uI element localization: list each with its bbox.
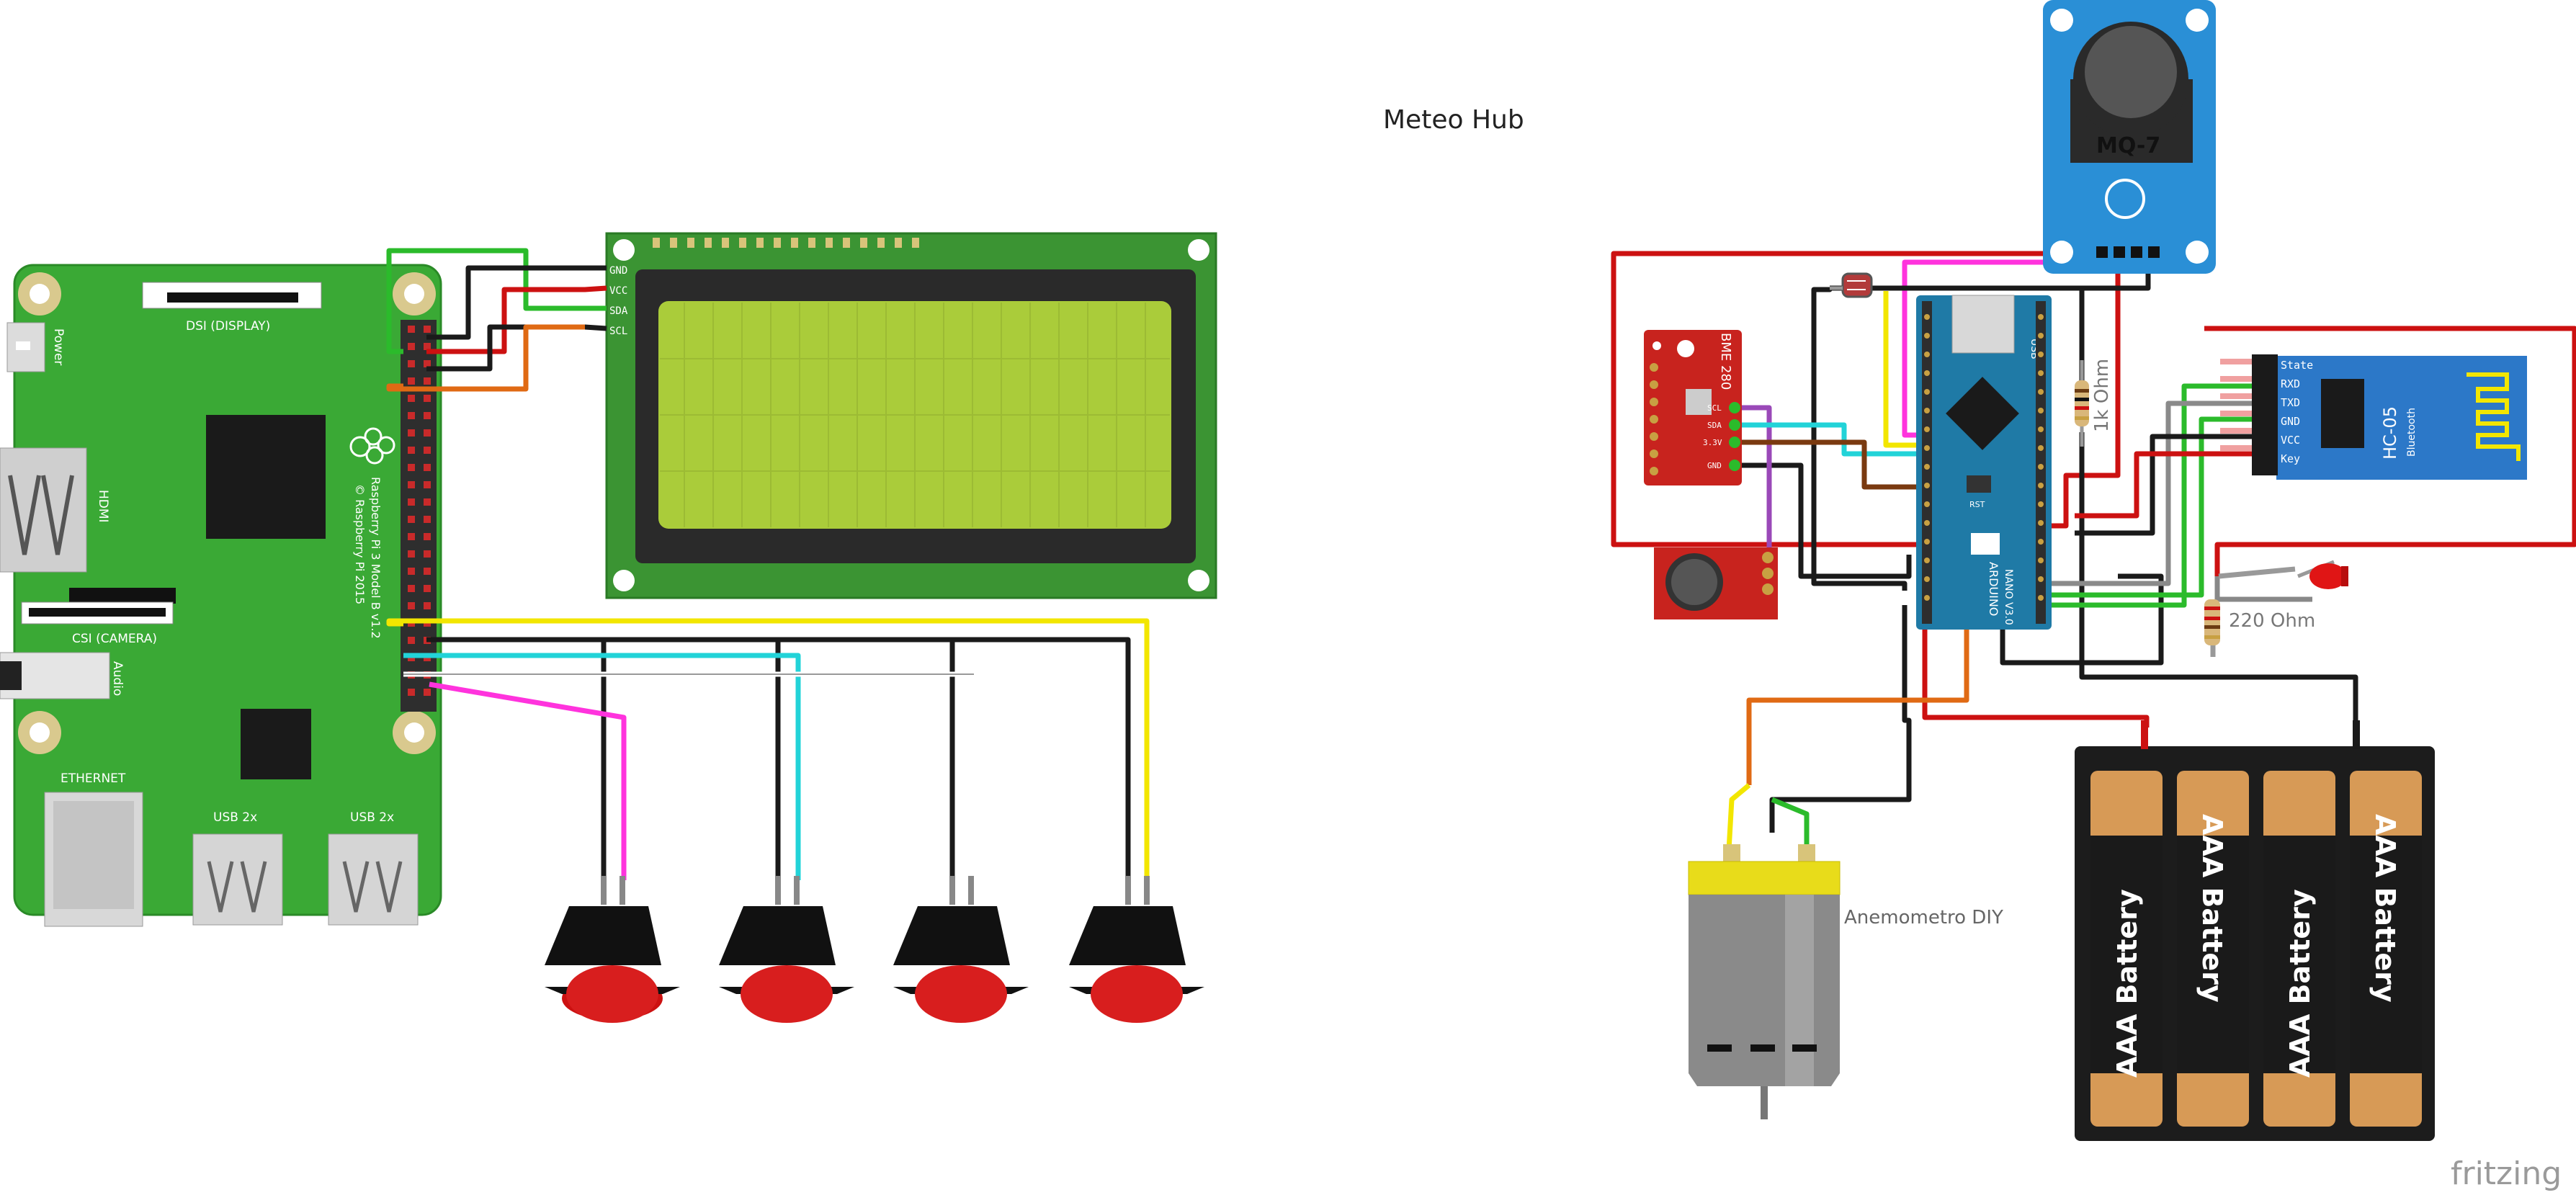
power-plug-icon (2105, 179, 2145, 219)
bme-pin-gnd: GND (1707, 461, 1722, 470)
wires-pi-lcd (386, 248, 607, 392)
lcd-pin-scl: SCL (609, 326, 627, 337)
usb-label-2: USB 2x (350, 810, 394, 825)
bme-pin-3v3: 3.3V (1703, 438, 1722, 447)
hc05-bluetooth-module: State RXD TXD GND VCC Key HC-05 Bluetoot… (2220, 354, 2527, 480)
red-led (2297, 560, 2348, 589)
push-button-3 (893, 876, 1029, 1023)
lcd-pin-gnd: GND (609, 265, 627, 277)
antenna-icon (2467, 372, 2521, 461)
nano-reset-label: RST (1969, 500, 1985, 509)
nano-model-label: NANO V3.0 (2003, 569, 2014, 625)
bme280-sensor: BME 280 SCL SDA 3.3V GND (1644, 330, 1742, 485)
push-button-1 (545, 876, 680, 1023)
push-button-2 (719, 876, 854, 1023)
fritzing-watermark: fritzing (2451, 1155, 2562, 1192)
bme-pin-sda: SDA (1707, 421, 1722, 430)
nano-name-label: ARDUINO (1987, 562, 2000, 616)
arduino-nano: USB RST ARDUINO NANO V3.0 (1916, 295, 2052, 630)
hc05-pin-gnd: GND (2281, 415, 2300, 428)
hc05-pin-txd: TXD (2281, 396, 2300, 409)
pi-model-label: Raspberry Pi 3 Model B v1.2 (369, 477, 383, 639)
hc05-sub-label: Bluetooth (2406, 408, 2418, 457)
wires-pi-buttons (386, 618, 1150, 880)
csi-label: CSI (CAMERA) (72, 632, 157, 646)
diagram-title: Meteo Hub (1383, 105, 1524, 135)
audio-label: Audio (110, 661, 125, 696)
resistor-220-label: 220 Ohm (2229, 610, 2315, 632)
push-button-4 (1069, 876, 1204, 1023)
ethernet-label: ETHERNET (61, 771, 126, 786)
battery-4: AAA Battery (2350, 771, 2422, 1127)
motor-label: Anemometro DIY (1844, 907, 2003, 928)
usb-label-1: USB 2x (213, 810, 257, 825)
bme-pin-scl: SCL (1707, 403, 1722, 413)
hc05-pin-vcc: VCC (2281, 434, 2300, 447)
bme-label: BME 280 (1718, 333, 1733, 390)
mq7-sensor: MQ-7 (2043, 0, 2216, 274)
hdmi-label: HDMI (96, 490, 110, 523)
mq7-label: MQ-7 (2096, 133, 2160, 158)
raspberry-pi-board: DSI (DISPLAY) Power HDMI Raspberry Pi 3 … (0, 264, 442, 927)
hc05-name-label: HC-05 (2380, 406, 2400, 460)
photoresistor (1830, 272, 1873, 298)
battery-label-4: AAA Battery (2369, 814, 2401, 1003)
lcd-pin-vcc: VCC (609, 285, 627, 297)
resistor-1k: 1k Ohm (2075, 359, 2113, 447)
lcd-display: GND VCC SDA SCL (605, 232, 1217, 599)
resistor-1k-label: 1k Ohm (2091, 359, 2113, 432)
hc05-pin-state: State (2281, 359, 2313, 372)
battery-holder: AAA Battery AAA Battery AAA Battery AAA … (2075, 720, 2435, 1141)
battery-1: AAA Battery (2090, 771, 2163, 1127)
microphone-module (1654, 547, 1778, 619)
battery-label-2: AAA Battery (2196, 814, 2228, 1003)
hc05-pin-rxd: RXD (2281, 377, 2300, 390)
battery-3: AAA Battery (2263, 771, 2335, 1127)
battery-label-1: AAA Battery (2111, 889, 2143, 1078)
hc05-pin-key: Key (2281, 452, 2300, 465)
resistor-220: 220 Ohm (2204, 599, 2315, 645)
dsi-label: DSI (DISPLAY) (186, 319, 270, 334)
raspberry-logo-icon (349, 427, 395, 465)
battery-label-3: AAA Battery (2284, 889, 2316, 1078)
battery-2: AAA Battery (2177, 771, 2249, 1127)
lcd-pin-sda: SDA (609, 305, 628, 317)
power-label: Power (51, 328, 66, 365)
dc-motor-anemometer: Anemometro DIY (1688, 844, 2003, 1119)
pi-copyright-label: © Raspberry Pi 2015 (353, 484, 367, 604)
